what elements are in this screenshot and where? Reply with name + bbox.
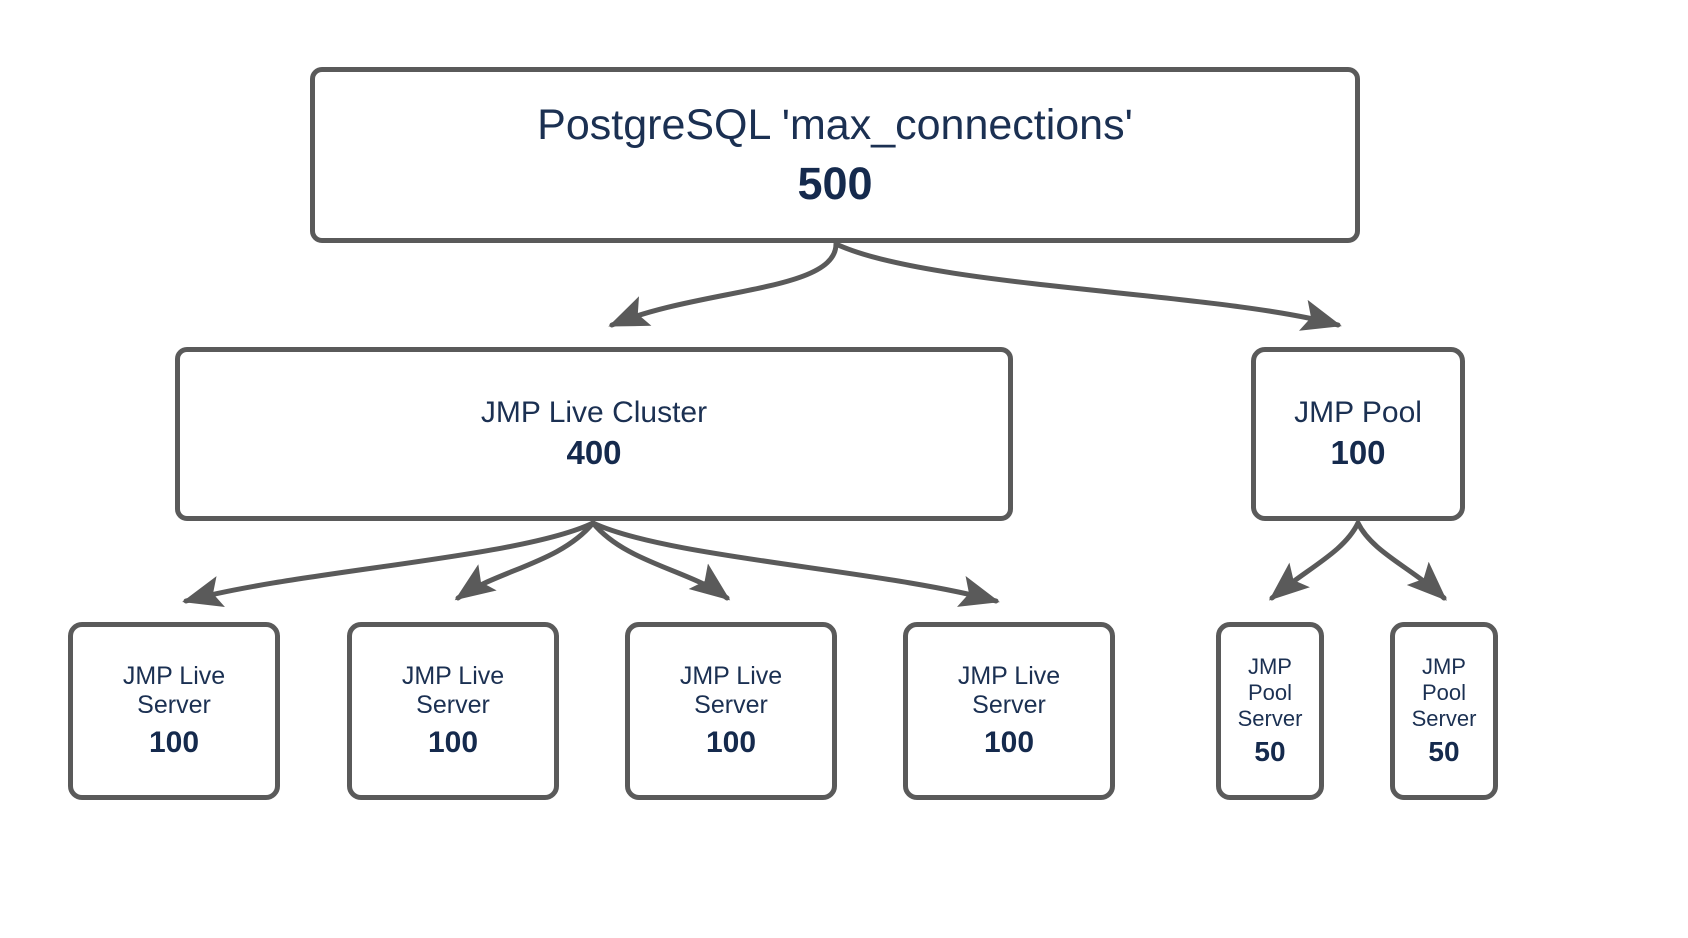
node-live-server-label: JMP Live Server	[122, 661, 226, 720]
node-live-server-label: JMP Live Server	[957, 661, 1061, 720]
node-live-cluster-value: 400	[566, 434, 622, 472]
edge-root-to-pool	[833, 241, 1342, 331]
node-live-cluster-label: JMP Live Cluster	[480, 395, 708, 429]
node-pool-server-value: 50	[1428, 735, 1460, 767]
node-jmp-pool[interactable]: JMP Pool 100	[1251, 347, 1465, 521]
node-pool-server-label: JMP Pool Server	[1411, 654, 1477, 731]
edge-live-cluster-to-server-4	[590, 520, 1000, 607]
node-jmp-pool-server[interactable]: JMP Pool Server 50	[1216, 622, 1324, 800]
node-pool-label: JMP Pool	[1294, 395, 1422, 429]
node-jmp-live-server[interactable]: JMP Live Server 100	[625, 622, 837, 800]
edge-live-cluster-to-server-1	[182, 520, 596, 608]
node-pool-value: 100	[1330, 434, 1386, 472]
node-jmp-live-cluster[interactable]: JMP Live Cluster 400	[175, 347, 1013, 521]
edge-pool-to-pool-server-2	[1355, 520, 1447, 601]
node-pool-server-label: JMP Pool Server	[1237, 654, 1303, 731]
edge-live-cluster-to-server-3	[590, 520, 731, 601]
node-pool-server-value: 50	[1254, 735, 1286, 767]
node-root-label: PostgreSQL 'max_connections'	[537, 101, 1133, 150]
edge-root-to-live-cluster	[608, 241, 839, 328]
edge-pool-to-pool-server-1	[1268, 520, 1361, 601]
node-root-value: 500	[797, 157, 873, 209]
node-live-server-label: JMP Live Server	[401, 661, 505, 720]
node-postgresql-max-connections[interactable]: PostgreSQL 'max_connections' 500	[310, 67, 1360, 243]
node-live-server-value: 100	[983, 725, 1035, 759]
node-live-server-value: 100	[148, 725, 200, 759]
node-jmp-live-server[interactable]: JMP Live Server 100	[68, 622, 280, 800]
node-jmp-pool-server[interactable]: JMP Pool Server 50	[1390, 622, 1498, 800]
node-jmp-live-server[interactable]: JMP Live Server 100	[347, 622, 559, 800]
node-live-server-value: 100	[427, 725, 479, 759]
node-jmp-live-server[interactable]: JMP Live Server 100	[903, 622, 1115, 800]
node-live-server-label: JMP Live Server	[679, 661, 783, 720]
edge-live-cluster-to-server-2	[454, 520, 596, 601]
node-live-server-value: 100	[705, 725, 757, 759]
